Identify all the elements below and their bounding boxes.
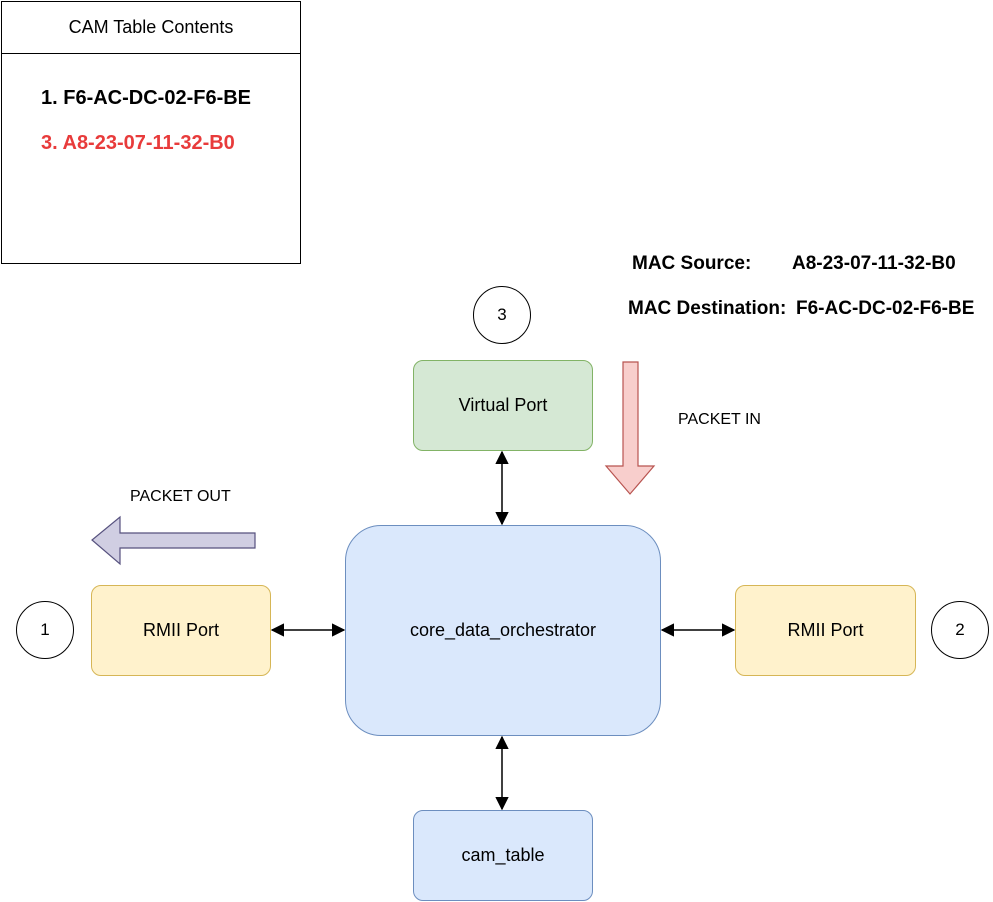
port-number-3: 3 bbox=[473, 286, 531, 344]
cam-table-node: cam_table bbox=[413, 810, 593, 901]
rmii-port-left-node: RMII Port bbox=[91, 585, 271, 676]
packet-in-label: PACKET IN bbox=[678, 411, 761, 428]
core-data-orchestrator-node: core_data_orchestrator bbox=[345, 525, 661, 736]
mac-destination-value: F6-AC-DC-02-F6-BE bbox=[796, 298, 975, 319]
mac-source-value: A8-23-07-11-32-B0 bbox=[792, 253, 956, 274]
virtual-port-node: Virtual Port bbox=[413, 360, 593, 451]
packet-in-arrow bbox=[604, 361, 656, 495]
port-number-2: 2 bbox=[931, 601, 989, 659]
cam-entry-3: 3. A8-23-07-11-32-B0 bbox=[41, 132, 235, 154]
cam-table-panel: CAM Table Contents 1. F6-AC-DC-02-F6-BE … bbox=[1, 1, 301, 264]
packet-out-arrow bbox=[91, 515, 256, 566]
mac-source-label: MAC Source: bbox=[632, 253, 752, 274]
mac-destination-label: MAC Destination: bbox=[628, 298, 787, 319]
cam-entry-1: 1. F6-AC-DC-02-F6-BE bbox=[41, 87, 252, 109]
port-number-1: 1 bbox=[16, 601, 74, 659]
packet-out-label: PACKET OUT bbox=[130, 488, 231, 505]
rmii-port-right-node: RMII Port bbox=[735, 585, 916, 676]
cam-table-title: CAM Table Contents bbox=[2, 2, 300, 54]
